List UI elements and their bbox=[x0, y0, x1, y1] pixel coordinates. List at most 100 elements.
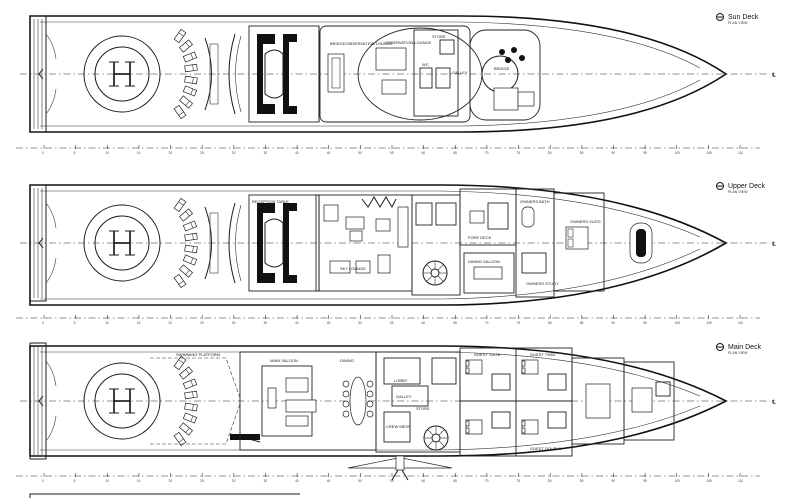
sun-deck-plan: BRIDGE/OBSERVATION LOUNGE OBSERVATION LO… bbox=[20, 13, 776, 133]
main-deck-plan: SWIMMING PLATFORM MAIN SALOON DINING GUE… bbox=[20, 342, 776, 460]
scale-tick-label: 105 bbox=[706, 321, 712, 325]
scale-tick-label: 25 bbox=[200, 321, 204, 325]
scale-tick-label: 15 bbox=[137, 151, 141, 155]
scale-tick-label: 45 bbox=[327, 321, 331, 325]
deck-name: Sun Deck bbox=[728, 14, 759, 21]
next-deck-outline bbox=[29, 493, 300, 498]
scale-tick-label: 0 bbox=[42, 479, 44, 483]
scale-tick-label: 60 bbox=[422, 479, 426, 483]
scale-tick-label: 30 bbox=[232, 321, 236, 325]
room-label: SKY LOUNGE bbox=[340, 266, 366, 271]
scale-tick-label: 55 bbox=[390, 151, 394, 155]
scale-tick-label: 90 bbox=[611, 151, 615, 155]
scale-tick-label: 110 bbox=[738, 479, 743, 483]
swim-platform bbox=[347, 455, 453, 481]
scale-tick-label: 80 bbox=[548, 151, 552, 155]
scale-tick-label: 45 bbox=[327, 479, 331, 483]
scale-tick-label: 15 bbox=[137, 479, 141, 483]
scale-tick-label: 50 bbox=[358, 151, 362, 155]
scale-tick-label: 85 bbox=[580, 479, 584, 483]
scale-tick-label: 80 bbox=[548, 321, 552, 325]
room-label: MAIN SALOON bbox=[270, 358, 298, 363]
room-label: DINING bbox=[340, 358, 354, 363]
scale-tick-label: 70 bbox=[485, 321, 489, 325]
scale-tick-label: 10 bbox=[105, 151, 109, 155]
room-label: BRIDGE bbox=[494, 66, 510, 71]
scale-tick-label: 105 bbox=[706, 151, 712, 155]
scale-tick-label: 85 bbox=[580, 321, 584, 325]
scale-tick-label: 0 bbox=[42, 321, 44, 325]
room-label: LOBBY bbox=[394, 378, 408, 383]
scale-tick-label: 25 bbox=[200, 151, 204, 155]
deck-view: PLAN VIEW bbox=[728, 21, 748, 25]
deck-name: Main Deck bbox=[728, 344, 762, 351]
room-label: OWNERS STUDY bbox=[526, 281, 559, 286]
room-label: GUEST SUITE bbox=[474, 352, 501, 357]
scale-tick-label: 20 bbox=[169, 321, 173, 325]
deck-view: PLAN VIEW bbox=[728, 190, 748, 194]
scale-tick-label: 5 bbox=[74, 479, 76, 483]
scale-tick-label: 80 bbox=[548, 479, 552, 483]
scale-tick-label: 90 bbox=[611, 321, 615, 325]
room-label: GUEST DOUBLE bbox=[530, 446, 562, 451]
scale-tick-label: 0 bbox=[42, 151, 44, 155]
scale-tick-label: 60 bbox=[422, 321, 426, 325]
room-label: GUEST TWIN bbox=[530, 352, 555, 357]
upper-deck-plan: RECEPTION TABLE SKY LOUNGE FORE DECK DIN… bbox=[20, 182, 776, 306]
scale-tick-label: 35 bbox=[263, 321, 267, 325]
scale-tick-label: 45 bbox=[327, 151, 331, 155]
scale-tick-label: 40 bbox=[295, 321, 299, 325]
room-label: STORE bbox=[416, 406, 430, 411]
room-label: WC bbox=[422, 62, 429, 67]
room-label: DINING SALOON bbox=[468, 259, 500, 264]
scale-tick-label: 70 bbox=[485, 479, 489, 483]
scale-tick-label: 105 bbox=[706, 479, 712, 483]
scale-tick-label: 35 bbox=[263, 151, 267, 155]
scale-tick-label: 50 bbox=[358, 479, 362, 483]
scale-tick-label: 100 bbox=[675, 151, 681, 155]
centerline-symbol: ℄ bbox=[771, 400, 776, 406]
deck-view: PLAN VIEW bbox=[728, 351, 748, 355]
scale-tick-label: 40 bbox=[295, 151, 299, 155]
scale-tick-label: 95 bbox=[643, 151, 647, 155]
scale-tick-label: 90 bbox=[611, 479, 615, 483]
room-label: OBSERVATION LOUNGE bbox=[385, 40, 432, 45]
scale-tick-label: 10 bbox=[105, 321, 109, 325]
scale-tick-label: 75 bbox=[517, 321, 521, 325]
room-label: GALLEY bbox=[396, 394, 412, 399]
room-label: FORE DECK bbox=[468, 235, 492, 240]
scale-tick-label: 5 bbox=[74, 321, 76, 325]
scale-tick-label: 20 bbox=[169, 479, 173, 483]
room-label: STORE bbox=[432, 34, 446, 39]
deck-title: Upper Deck PLAN VIEW bbox=[716, 182, 765, 194]
scale-tick-label: 65 bbox=[453, 151, 457, 155]
scale-tick-label: 110 bbox=[738, 151, 743, 155]
scale-tick-label: 20 bbox=[169, 151, 173, 155]
scale-tick-label: 100 bbox=[675, 321, 681, 325]
scale-tick-label: 5 bbox=[74, 151, 76, 155]
scale-tick-label: 95 bbox=[643, 479, 647, 483]
scale-tick-label: 30 bbox=[232, 479, 236, 483]
scale-tick-label: 25 bbox=[200, 479, 204, 483]
scale-tick-label: 75 bbox=[517, 479, 521, 483]
scale-tick-label: 15 bbox=[137, 321, 141, 325]
scale-tick-label: 65 bbox=[453, 321, 457, 325]
room-label: CREW MESS bbox=[386, 424, 411, 429]
scale-tick-label: 30 bbox=[232, 151, 236, 155]
room-label: BRIDGE/OBSERVATION LOUNGE bbox=[330, 41, 393, 46]
scale-tick-label: 50 bbox=[358, 321, 362, 325]
centerline-symbol: ℄ bbox=[771, 73, 776, 79]
room-label: OWNERS SUITE bbox=[570, 219, 601, 224]
scale-tick-label: 65 bbox=[453, 479, 457, 483]
scale-tick-label: 55 bbox=[390, 479, 394, 483]
scale-tick-label: 40 bbox=[295, 479, 299, 483]
room-label: OWNERS BATH bbox=[520, 199, 550, 204]
deck-title: Main Deck PLAN VIEW bbox=[716, 343, 762, 355]
scale-tick-label: 100 bbox=[675, 479, 681, 483]
scale-tick-label: 35 bbox=[263, 479, 267, 483]
scale-tick-label: 75 bbox=[517, 151, 521, 155]
deck-name: Upper Deck bbox=[728, 183, 765, 190]
scale-tick-label: 55 bbox=[390, 321, 394, 325]
